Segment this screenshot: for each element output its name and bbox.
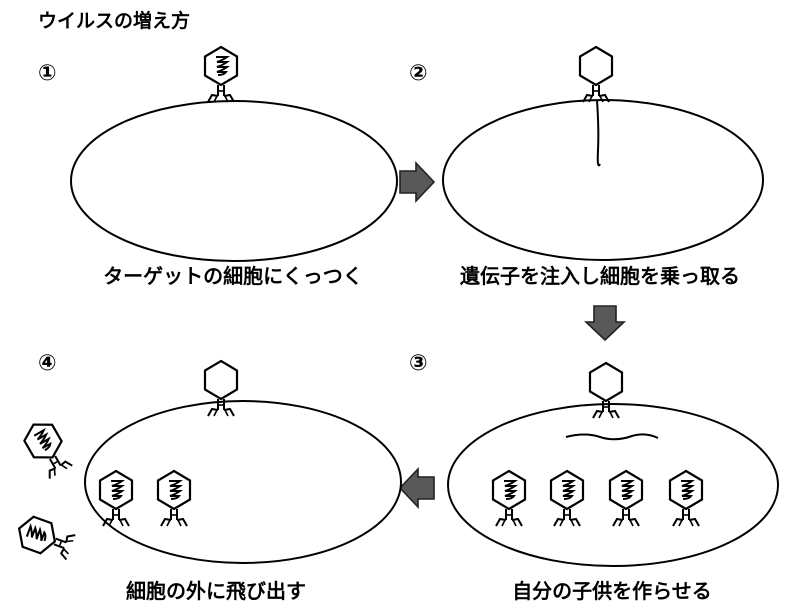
step-2-injected-dna: [596, 99, 601, 167]
step-4-released-phage: [12, 512, 78, 564]
arrow-step1-to-step2: [399, 162, 435, 202]
arrow-step3-to-step4: [399, 468, 435, 508]
step-3-number: ③: [409, 351, 428, 376]
step-1-number: ①: [38, 61, 57, 86]
step-1-caption: ターゲットの細胞にくっつく: [103, 264, 363, 288]
step-1-phage: [203, 45, 239, 104]
step-4-caption: 細胞の外に飛び出す: [126, 579, 306, 603]
step-4-number: ④: [38, 351, 57, 376]
step-1-cell: [70, 100, 398, 262]
step-2-phage: [578, 45, 614, 104]
step-2-number: ②: [409, 61, 428, 86]
step-2-cell: [442, 99, 764, 261]
arrow-step2-to-step3: [585, 305, 625, 341]
step-3-dna-strand: [565, 433, 659, 441]
step-3-caption: 自分の子供を作らせる: [512, 579, 712, 603]
diagram-title: ウイルスの増え方: [38, 9, 190, 32]
step-4-released-phage: [18, 415, 76, 482]
step-2-caption: 遺伝子を注入し細胞を乗っ取る: [460, 264, 740, 288]
